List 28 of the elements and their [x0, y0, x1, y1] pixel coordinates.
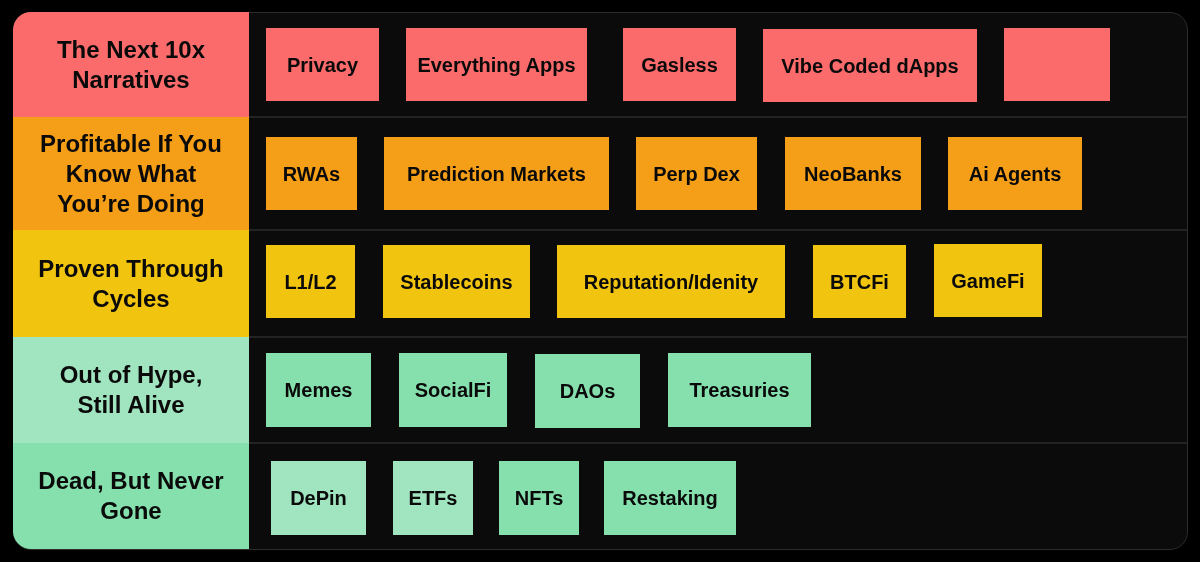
topic-card: Everything Apps [406, 28, 587, 101]
topic-card: L1/L2 [266, 245, 355, 318]
tier-heading: Out of Hype, Still Alive [13, 337, 249, 443]
topic-card: RWAs [266, 137, 357, 210]
topic-card: Privacy [266, 28, 379, 101]
topic-card: DAOs [535, 354, 640, 428]
topic-card: Stablecoins [383, 245, 530, 318]
topic-card: Ai Agents [948, 137, 1082, 210]
topic-card: BTCFi [813, 245, 906, 318]
topic-card: Gasless [623, 28, 736, 101]
topic-card: NeoBanks [785, 137, 921, 210]
tier-heading: The Next 10x Narratives [13, 12, 249, 117]
empty-card [1004, 28, 1110, 101]
topic-card: DePin [271, 461, 366, 535]
topic-card: Reputation/Idenity [557, 245, 785, 318]
topic-card: NFTs [499, 461, 579, 535]
tier-heading: Profitable If You Know What You’re Doing [13, 117, 249, 230]
tier-heading: Proven Through Cycles [13, 230, 249, 337]
topic-card: Restaking [604, 461, 736, 535]
topic-card: Treasuries [668, 353, 811, 427]
topic-card: Vibe Coded dApps [763, 29, 977, 102]
topic-card: Prediction Markets [384, 137, 609, 210]
tier-heading: Dead, But Never Gone [13, 443, 249, 549]
topic-card: Perp Dex [636, 137, 757, 210]
topic-card: SocialFi [399, 353, 507, 427]
topic-card: ETFs [393, 461, 473, 535]
topic-card: Memes [266, 353, 371, 427]
topic-card: GameFi [934, 244, 1042, 317]
